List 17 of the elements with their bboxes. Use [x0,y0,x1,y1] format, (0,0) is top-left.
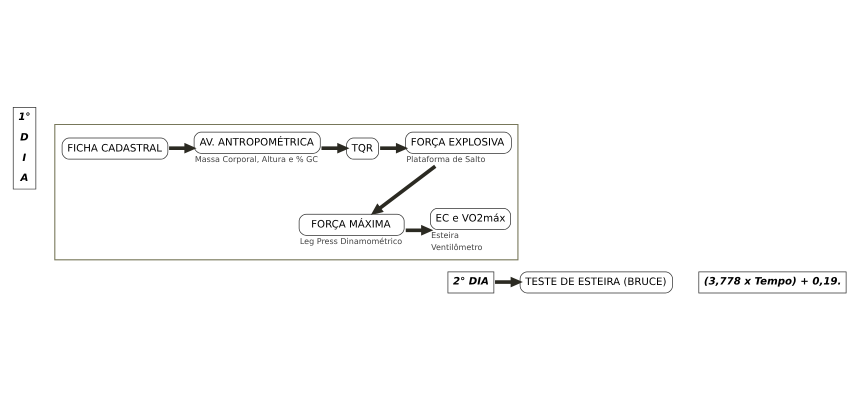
arrow [321,142,350,154]
arrow [169,142,197,154]
node-box: 1° D I A [12,107,36,190]
node-box: TESTE DE ESTEIRA (BRUCE) [520,271,673,294]
node-box: AV. ANTROPOMÉTRICA [194,132,321,154]
cluster [54,124,518,260]
arrow [406,224,434,236]
node-box: TQR [346,138,379,160]
node-box: 2° DIA [448,271,494,294]
node-box: FICHA CADASTRAL [62,138,168,160]
node-box: EC e VO2máx [430,208,511,230]
node-box: (3,778 x Tempo) + 0,19. [698,271,846,294]
arrow [370,164,436,216]
arrow [380,142,408,154]
node-box: FORÇA EXPLOSIVA [405,132,512,154]
arrow [495,276,523,288]
node-box: FORÇA MÁXIMA [298,214,405,236]
